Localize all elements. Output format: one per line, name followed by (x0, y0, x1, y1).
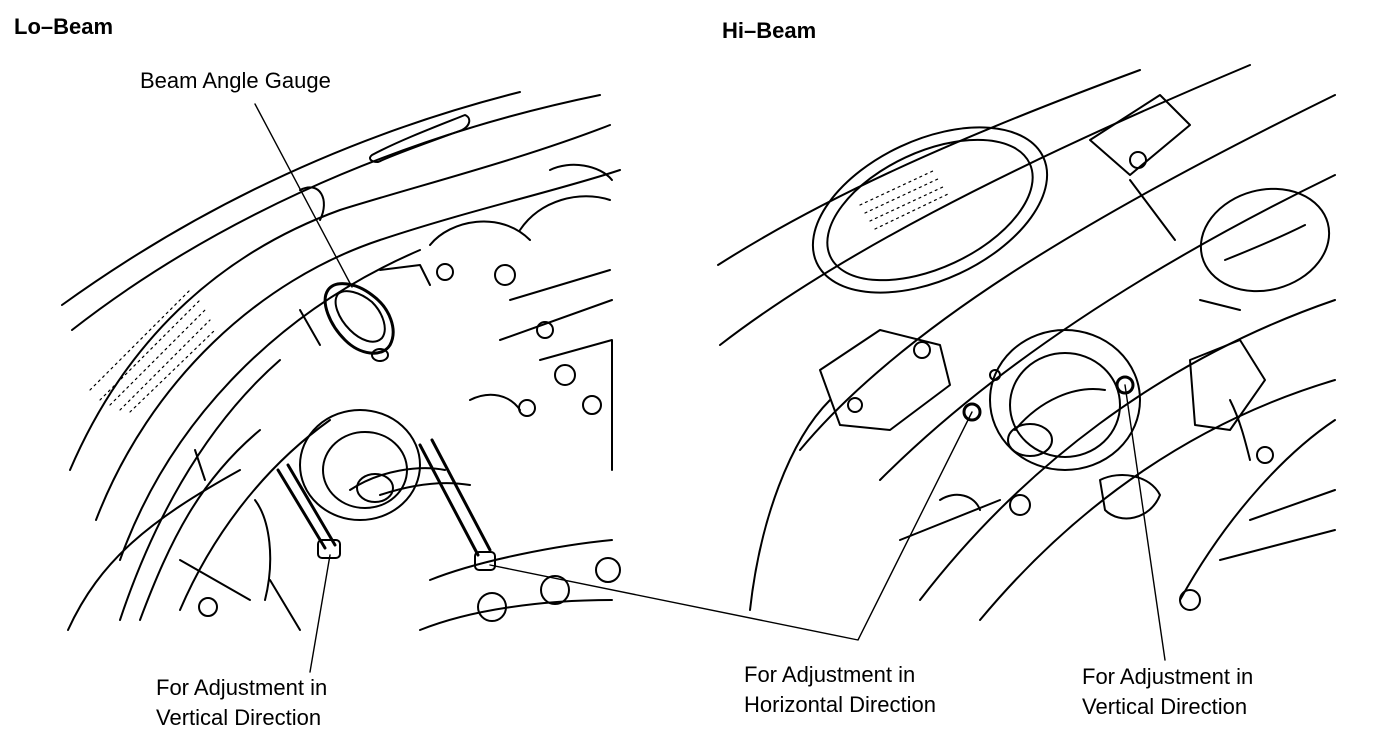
lo-beam-drawing (61, 91, 621, 631)
lo-beam-vertical-adjustment-label: For Adjustment in Vertical Direction (156, 673, 327, 733)
lo-beam-vertical-line2: Vertical Direction (156, 705, 322, 730)
hi-beam-vertical-line1: For Adjustment in (1082, 664, 1254, 689)
beam-angle-gauge-label: Beam Angle Gauge (140, 66, 331, 96)
hi-beam-vertical-line2: Vertical Direction (1082, 694, 1248, 719)
beam-angle-gauge-text: Beam Angle Gauge (140, 68, 331, 93)
leader-lines (254, 103, 1166, 673)
hi-beam-title: Hi–Beam (722, 18, 817, 43)
hi-beam-horizontal-line1: For Adjustment in (744, 662, 916, 687)
lo-beam-vertical-line1: For Adjustment in (156, 675, 328, 700)
hi-beam-horizontal-line2: Horizontal Direction (744, 692, 936, 717)
hi-beam-horizontal-adjustment-label: For Adjustment in Horizontal Direction (744, 660, 936, 720)
lo-beam-title: Lo–Beam (14, 14, 114, 39)
hi-beam-drawing (717, 64, 1336, 621)
hi-beam-vertical-adjustment-label: For Adjustment in Vertical Direction (1082, 662, 1253, 722)
